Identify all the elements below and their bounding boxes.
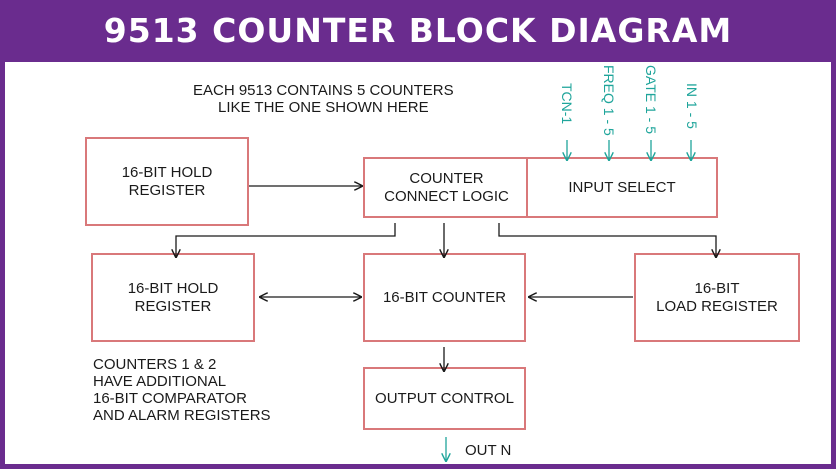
- sixteen-bit-counter-block: 16-BIT COUNTER: [363, 253, 526, 342]
- output-n-label: OUT N: [465, 442, 512, 459]
- input-select-label: INPUT SELECT: [568, 178, 676, 196]
- hold-register-top-label: 16-BIT HOLD REGISTER: [121, 163, 213, 199]
- input-gate-label: GATE 1 - 5: [643, 65, 659, 134]
- output-control-label: OUTPUT CONTROL: [375, 389, 514, 407]
- counter-connect-logic-block: COUNTER CONNECT LOGIC: [363, 157, 530, 218]
- load-register-block: 16-BIT LOAD REGISTER: [634, 253, 800, 342]
- hold-register-top-block: 16-BIT HOLD REGISTER: [85, 137, 249, 226]
- note-bottom: COUNTERS 1 & 2 HAVE ADDITIONAL 16-BIT CO…: [93, 356, 271, 424]
- connect-to-left-hold-arrow: [176, 223, 396, 257]
- input-in-label: IN 1 - 5: [684, 83, 700, 129]
- output-control-block: OUTPUT CONTROL: [363, 367, 526, 430]
- hold-register-left-label: 16-BIT HOLD REGISTER: [127, 279, 219, 315]
- input-tcn-label: TCN-1: [559, 83, 575, 125]
- connect-to-load-arrow: [498, 223, 716, 257]
- load-register-label: 16-BIT LOAD REGISTER: [656, 279, 778, 315]
- sixteen-bit-counter-label: 16-BIT COUNTER: [382, 288, 507, 306]
- diagram-title: 9513 COUNTER BLOCK DIAGRAM: [0, 0, 836, 62]
- note-top: EACH 9513 CONTAINS 5 COUNTERS LIKE THE O…: [193, 82, 454, 116]
- hold-register-left-block: 16-BIT HOLD REGISTER: [91, 253, 255, 342]
- input-freq-label: FREQ 1 - 5: [601, 65, 617, 136]
- input-select-block: INPUT SELECT: [526, 157, 718, 218]
- counter-connect-logic-label: COUNTER CONNECT LOGIC: [384, 169, 509, 205]
